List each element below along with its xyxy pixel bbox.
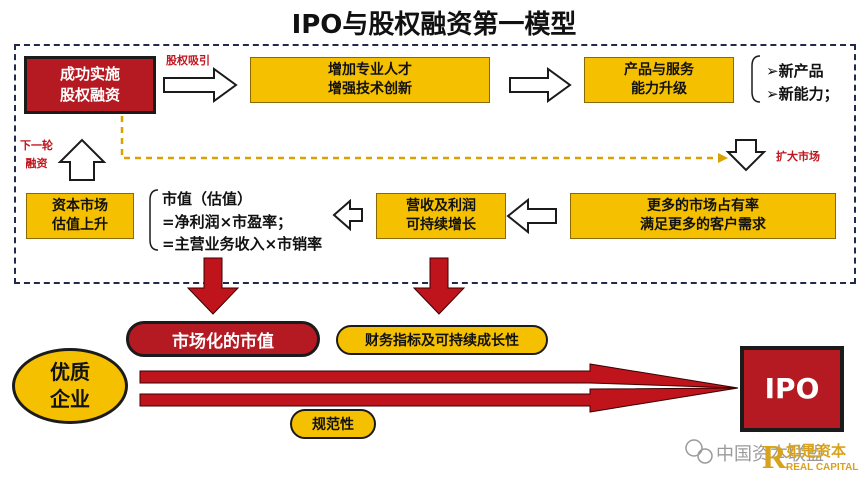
financial-indicators-pill: 财务指标及可持续成长性 xyxy=(336,325,548,355)
logo-chinese-text: 如是资本 xyxy=(786,442,847,460)
wechat-icon-bubble-1 xyxy=(685,439,703,457)
arrow-left-1 xyxy=(506,197,557,235)
arrow-right-1 xyxy=(163,67,238,103)
bullet-new-capability: ➢新能力； xyxy=(766,85,839,104)
watermark-text: 中国资本联盟 xyxy=(716,444,824,465)
diagram-title: IPO与股权融资第一模型 xyxy=(291,10,577,40)
lower-long-arrow xyxy=(139,387,739,413)
bullets-bracket xyxy=(751,55,761,103)
dashed-connector xyxy=(120,116,718,160)
valuation-formula: 市值（估值） =净利润×市盈率； =主营业务收入×市销率 xyxy=(162,188,322,256)
formula-line-3: =主营业务收入×市销率 xyxy=(162,235,323,253)
equity-attract-label: 股权吸引 xyxy=(166,54,210,67)
real-capital-logo-icon: R xyxy=(762,439,787,476)
ipo-box: IPO xyxy=(740,346,844,432)
market-value-pill: 市场化的市值 xyxy=(126,321,320,357)
arrow-up-next-round xyxy=(57,138,107,181)
valuation-rise-box: 资本市场 估值上升 xyxy=(26,193,134,239)
formula-line-2: =净利润×市盈率； xyxy=(162,212,293,231)
product-service-box: 产品与服务 能力升级 xyxy=(584,57,734,103)
formula-line-1: 市值（估值） xyxy=(162,190,253,208)
next-round-label: 下一轮 融资 xyxy=(20,139,53,170)
arrow-right-2 xyxy=(509,67,572,103)
arrow-left-2 xyxy=(332,198,363,232)
dashed-connector-head xyxy=(718,153,728,163)
bullet-new-product: ➢新产品 xyxy=(766,62,824,80)
upper-long-arrow xyxy=(139,363,739,389)
red-arrow-down-financial xyxy=(412,257,466,315)
quality-enterprise-ellipse: 优质 企业 xyxy=(12,348,128,424)
market-share-box: 更多的市场占有率 满足更多的客户需求 xyxy=(570,193,836,239)
capability-bullets: ➢新产品 ➢新能力； xyxy=(766,60,839,107)
talent-innovation-box: 增加专业人才 增强技术创新 xyxy=(250,57,490,103)
arrow-down-expand xyxy=(725,139,767,172)
logo-english-text: REAL CAPITAL xyxy=(786,462,859,473)
revenue-profit-box: 营收及利润 可持续增长 xyxy=(376,193,506,239)
red-arrow-down-market-value xyxy=(186,257,240,315)
standardization-pill: 规范性 xyxy=(290,409,376,439)
wechat-icon-bubble-2 xyxy=(697,448,713,464)
success-financing-box: 成功实施 股权融资 xyxy=(24,56,156,114)
expand-market-label: 扩大市场 xyxy=(776,150,820,163)
formula-bracket xyxy=(149,189,159,251)
